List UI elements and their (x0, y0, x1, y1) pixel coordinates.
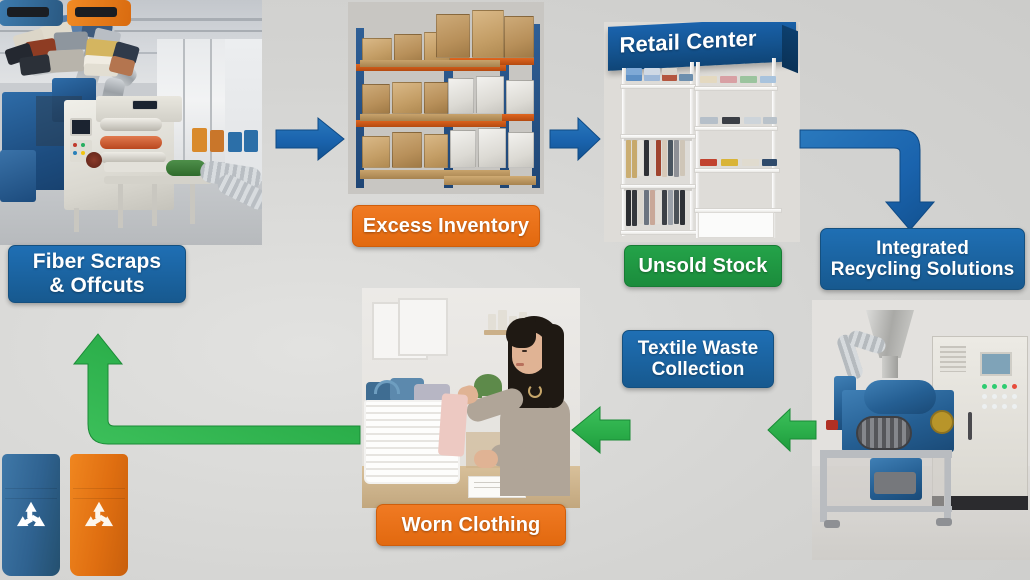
hopper-neck (882, 356, 898, 378)
cabinet-hmi-screen (980, 352, 1012, 376)
arrow-laundry-to-factory (62, 316, 362, 448)
cabinet-base (932, 496, 1028, 510)
warehouse-box (362, 136, 390, 168)
label-unsold-stock[interactable]: Unsold Stock (624, 245, 782, 287)
warehouse-box (362, 38, 392, 64)
bin-lid-orange (67, 0, 131, 26)
node-retail-store-shelving (604, 22, 800, 242)
label-fiber-scraps[interactable]: Fiber Scraps & Offcuts (8, 245, 186, 303)
warehouse-box (392, 132, 422, 168)
recycling-bin-blue (2, 454, 60, 576)
factory-display (132, 100, 158, 110)
node-recycling-processing-machine (812, 300, 1030, 560)
warehouse-box (476, 76, 504, 114)
factory-control-screen (70, 118, 92, 136)
retail-shelf (620, 230, 698, 235)
arrow-bins-to-laundry (570, 404, 632, 456)
arrow-retail-to-machine (798, 126, 946, 234)
warehouse-box (362, 84, 390, 114)
arrow-machine-to-bins (766, 406, 818, 454)
factory-machine-unit (0, 150, 36, 202)
retail-cabinet (698, 212, 774, 238)
rack-beam (356, 64, 506, 71)
machine-motor (874, 472, 916, 494)
warehouse-box (472, 10, 504, 58)
arrow-warehouse-to-retail (548, 114, 602, 164)
necklace (528, 384, 542, 398)
node-warehouse-pallet-racking (348, 2, 544, 194)
factory-green-roller (166, 160, 206, 176)
retail-shelf (694, 126, 778, 131)
rack-upright (356, 28, 364, 188)
factory-beam (0, 18, 262, 21)
recycle-icon (16, 501, 46, 527)
cloth-held (437, 393, 469, 457)
recycling-bin-orange (70, 454, 128, 576)
node-textile-manufacturing-plant (0, 0, 262, 245)
retail-shelf (694, 168, 780, 173)
label-integrated-recycling[interactable]: Integrated Recycling Solutions (820, 228, 1025, 290)
cabinet-vent (940, 346, 966, 372)
warehouse-box (448, 78, 474, 114)
machine-leg (944, 450, 951, 520)
label-textile-waste[interactable]: Textile Waste Collection (622, 330, 774, 388)
arrow-factory-to-warehouse (274, 114, 346, 164)
label-excess-inventory[interactable]: Excess Inventory (352, 205, 540, 247)
retail-awning-side (782, 24, 798, 74)
warehouse-box (508, 132, 534, 168)
machine-cylinder (864, 380, 936, 414)
warehouse-box (436, 14, 470, 58)
warehouse-box (506, 80, 534, 114)
factory-handwheel (86, 152, 102, 168)
factory-conveyor (104, 162, 214, 172)
factory-roller (100, 152, 166, 163)
node-recycling-collection-bins (0, 0, 136, 576)
rack-beam (356, 120, 506, 127)
machine-drum (856, 416, 912, 450)
factory-beam (0, 30, 262, 32)
warehouse-box (424, 134, 448, 168)
rack-upright (532, 24, 540, 188)
warehouse-box (424, 82, 448, 114)
retail-shelf (694, 86, 778, 91)
factory-roller-orange (100, 136, 162, 149)
woman-hand (474, 450, 498, 468)
warehouse-box (392, 82, 422, 114)
machine-valve (826, 420, 838, 430)
bin-lid-blue (0, 0, 63, 26)
label-worn-clothing[interactable]: Worn Clothing (376, 504, 566, 546)
factory-conveyor (104, 176, 212, 184)
warehouse-box (504, 16, 534, 58)
warehouse-box (450, 130, 476, 168)
machine-frame (820, 506, 952, 512)
cabinet-handle (968, 412, 972, 440)
rack-upright (500, 18, 509, 188)
machine-pulley (930, 410, 954, 434)
node-woman-sorting-clothes (362, 288, 580, 508)
recycle-icon (84, 501, 114, 527)
warehouse-box (478, 128, 506, 168)
machine-frame (820, 450, 952, 458)
factory-roller (100, 118, 162, 131)
machine-leg (820, 450, 827, 522)
retail-shelf (620, 84, 696, 89)
basket-handle (374, 380, 400, 394)
wall-art (398, 298, 448, 356)
